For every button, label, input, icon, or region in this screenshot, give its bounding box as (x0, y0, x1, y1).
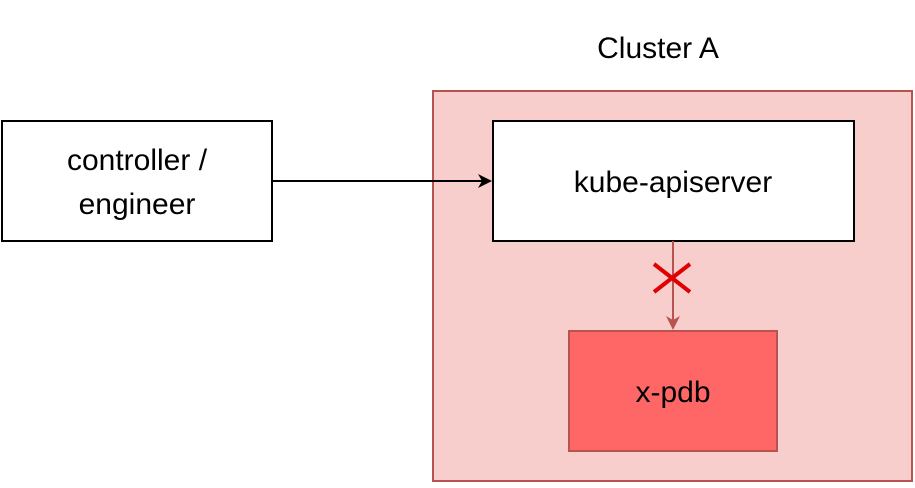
cluster-label: Cluster A (597, 32, 719, 65)
client-box (1, 120, 273, 242)
webhook-node: x-pdb (568, 330, 778, 452)
client-node: controller / engineer (1, 120, 273, 242)
client-label-line2: engineer (79, 188, 196, 221)
client-label-line1: controller / (67, 144, 208, 177)
webhook-label: x-pdb (635, 376, 710, 409)
webhook-box (568, 330, 778, 452)
blocked-x-icon (652, 262, 692, 294)
apiserver-label: kube-apiserver (574, 166, 772, 199)
apiserver-box (492, 120, 855, 242)
apiserver-node: kube-apiserver (492, 120, 855, 242)
